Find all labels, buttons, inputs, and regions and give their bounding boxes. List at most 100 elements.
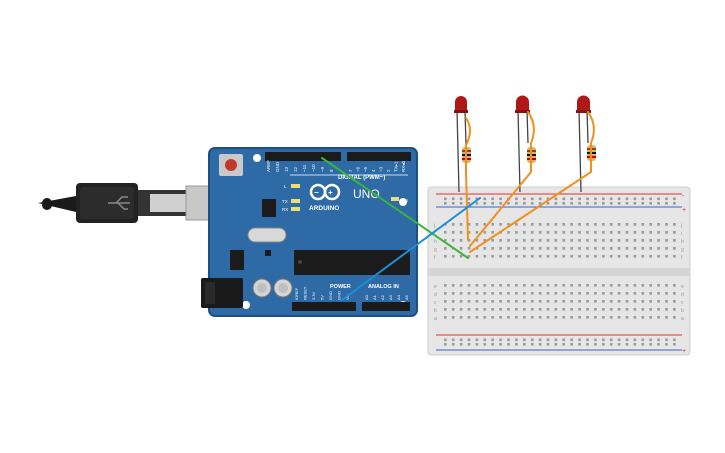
breadboard-hole[interactable] bbox=[641, 338, 645, 342]
breadboard-hole[interactable] bbox=[649, 316, 652, 319]
breadboard-hole[interactable] bbox=[578, 255, 581, 258]
breadboard-hole[interactable] bbox=[444, 202, 447, 205]
breadboard-hole[interactable] bbox=[617, 338, 621, 342]
breadboard-hole[interactable] bbox=[602, 223, 605, 226]
breadboard-hole[interactable] bbox=[625, 223, 629, 226]
breadboard-hole[interactable] bbox=[546, 338, 550, 342]
breadboard-hole[interactable] bbox=[673, 239, 676, 242]
breadboard-hole[interactable] bbox=[586, 308, 589, 311]
breadboard-hole[interactable] bbox=[609, 255, 613, 258]
breadboard-hole[interactable] bbox=[546, 223, 550, 226]
breadboard-hole[interactable] bbox=[594, 343, 597, 346]
breadboard-hole[interactable] bbox=[491, 202, 494, 205]
breadboard-hole[interactable] bbox=[554, 247, 558, 250]
breadboard-hole[interactable] bbox=[578, 223, 581, 226]
breadboard-hole[interactable] bbox=[554, 197, 558, 201]
breadboard-hole[interactable] bbox=[586, 231, 589, 234]
breadboard-hole[interactable] bbox=[459, 300, 463, 303]
breadboard-hole[interactable] bbox=[507, 284, 510, 287]
breadboard-hole[interactable] bbox=[649, 284, 652, 287]
breadboard-hole[interactable] bbox=[499, 197, 502, 201]
breadboard-hole[interactable] bbox=[483, 231, 487, 234]
breadboard-hole[interactable] bbox=[625, 255, 629, 258]
breadboard-hole[interactable] bbox=[586, 300, 589, 303]
breadboard-hole[interactable] bbox=[657, 223, 660, 226]
breadboard-hole[interactable] bbox=[594, 300, 597, 303]
breadboard-hole[interactable] bbox=[483, 223, 487, 226]
breadboard-hole[interactable] bbox=[578, 284, 581, 287]
breadboard-hole[interactable] bbox=[483, 343, 487, 346]
breadboard-hole[interactable] bbox=[609, 316, 613, 319]
breadboard-hole[interactable] bbox=[649, 197, 652, 201]
breadboard-hole[interactable] bbox=[649, 247, 652, 250]
breadboard-hole[interactable] bbox=[578, 308, 581, 311]
breadboard-hole[interactable] bbox=[459, 197, 463, 201]
breadboard-hole[interactable] bbox=[633, 223, 637, 226]
breadboard-hole[interactable] bbox=[538, 308, 542, 311]
breadboard-hole[interactable] bbox=[554, 255, 558, 258]
breadboard-hole[interactable] bbox=[578, 316, 581, 319]
breadboard-hole[interactable] bbox=[523, 247, 526, 250]
breadboard-hole[interactable] bbox=[562, 292, 566, 295]
breadboard-hole[interactable] bbox=[554, 239, 558, 242]
breadboard-hole[interactable] bbox=[491, 247, 494, 250]
breadboard-hole[interactable] bbox=[467, 239, 471, 242]
breadboard-hole[interactable] bbox=[673, 223, 676, 226]
breadboard-hole[interactable] bbox=[467, 202, 471, 205]
breadboard-hole[interactable] bbox=[475, 343, 479, 346]
breadboard-hole[interactable] bbox=[625, 292, 629, 295]
breadboard-hole[interactable] bbox=[451, 284, 455, 287]
breadboard-hole[interactable] bbox=[625, 197, 629, 201]
breadboard-hole[interactable] bbox=[602, 247, 605, 250]
breadboard-hole[interactable] bbox=[451, 239, 455, 242]
blue-wire[interactable] bbox=[341, 197, 481, 301]
breadboard-hole[interactable] bbox=[625, 338, 629, 342]
breadboard-hole[interactable] bbox=[641, 316, 645, 319]
breadboard-hole[interactable] bbox=[633, 255, 637, 258]
breadboard-hole[interactable] bbox=[523, 338, 526, 342]
breadboard-hole[interactable] bbox=[459, 255, 463, 258]
breadboard-hole[interactable] bbox=[602, 255, 605, 258]
breadboard-hole[interactable] bbox=[617, 239, 621, 242]
breadboard-holes[interactable] bbox=[444, 197, 676, 346]
breadboard-hole[interactable] bbox=[546, 202, 550, 205]
breadboard-hole[interactable] bbox=[586, 239, 589, 242]
breadboard-hole[interactable] bbox=[570, 284, 573, 287]
breadboard-hole[interactable] bbox=[459, 292, 463, 295]
breadboard-hole[interactable] bbox=[483, 197, 487, 201]
breadboard-hole[interactable] bbox=[507, 292, 510, 295]
breadboard-hole[interactable] bbox=[657, 255, 660, 258]
breadboard-hole[interactable] bbox=[641, 255, 645, 258]
power-jack[interactable] bbox=[201, 278, 243, 308]
digital-header[interactable] bbox=[265, 152, 411, 161]
breadboard-hole[interactable] bbox=[444, 343, 447, 346]
breadboard-hole[interactable] bbox=[562, 231, 566, 234]
breadboard-hole[interactable] bbox=[641, 300, 645, 303]
breadboard-hole[interactable] bbox=[617, 202, 621, 205]
breadboard-hole[interactable] bbox=[609, 308, 613, 311]
breadboard-hole[interactable] bbox=[530, 202, 534, 205]
breadboard-hole[interactable] bbox=[523, 292, 526, 295]
breadboard-hole[interactable] bbox=[444, 292, 447, 295]
breadboard-hole[interactable] bbox=[649, 239, 652, 242]
breadboard-hole[interactable] bbox=[633, 338, 637, 342]
breadboard-hole[interactable] bbox=[625, 284, 629, 287]
breadboard-hole[interactable] bbox=[530, 239, 534, 242]
breadboard-hole[interactable] bbox=[515, 292, 518, 295]
breadboard-hole[interactable] bbox=[633, 292, 637, 295]
breadboard-hole[interactable] bbox=[570, 197, 573, 201]
wires[interactable] bbox=[321, 111, 595, 301]
breadboard-hole[interactable] bbox=[602, 316, 605, 319]
breadboard-hole[interactable] bbox=[673, 308, 676, 311]
breadboard-hole[interactable] bbox=[657, 202, 660, 205]
breadboard-hole[interactable] bbox=[444, 308, 447, 311]
breadboard-hole[interactable] bbox=[475, 239, 479, 242]
breadboard-hole[interactable] bbox=[491, 284, 494, 287]
breadboard-hole[interactable] bbox=[538, 231, 542, 234]
breadboard-hole[interactable] bbox=[451, 202, 455, 205]
breadboard-hole[interactable] bbox=[578, 231, 581, 234]
breadboard-hole[interactable] bbox=[507, 308, 510, 311]
breadboard-hole[interactable] bbox=[641, 292, 645, 295]
breadboard-hole[interactable] bbox=[546, 239, 550, 242]
breadboard-hole[interactable] bbox=[475, 338, 479, 342]
